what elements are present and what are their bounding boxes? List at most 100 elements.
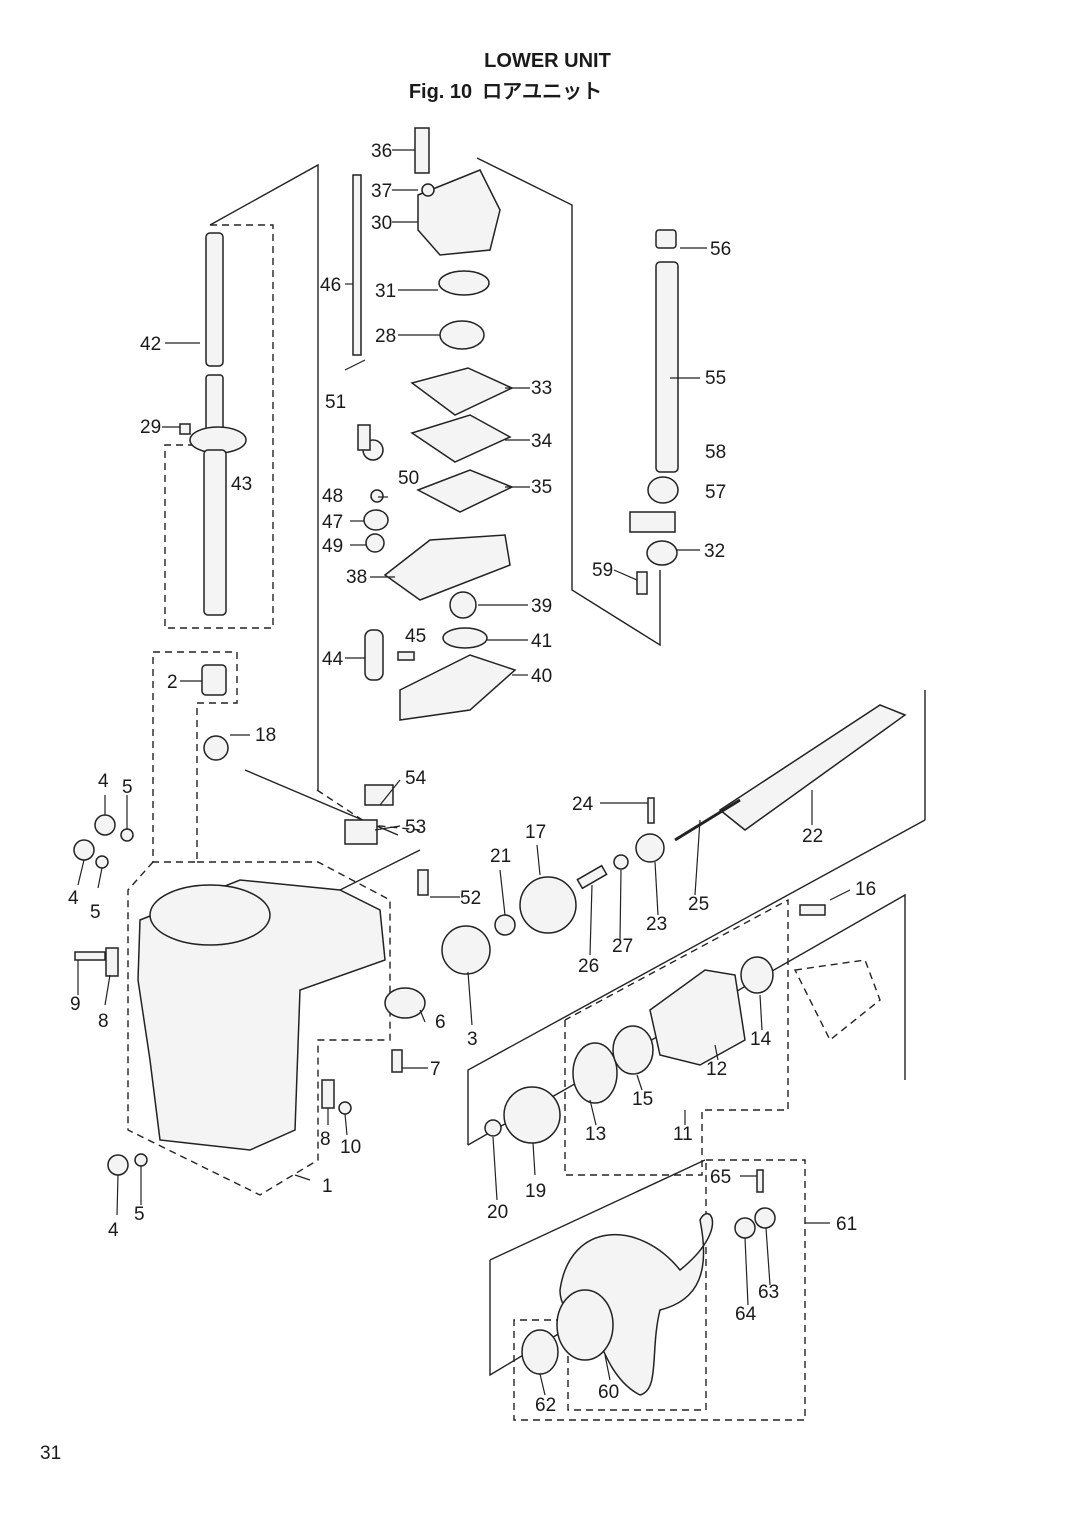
bushing xyxy=(201,664,227,696)
propeller-hub xyxy=(556,1289,614,1361)
gasket-35 xyxy=(416,469,514,513)
carrier-12 xyxy=(649,969,746,1066)
callout-13: 13 xyxy=(585,1124,606,1145)
washer-64 xyxy=(734,1217,756,1239)
callout-5: 5 xyxy=(122,777,133,798)
callout-34: 34 xyxy=(531,431,553,452)
leader-lines xyxy=(77,149,851,1396)
seal-14 xyxy=(740,956,774,994)
callout-39: 39 xyxy=(531,596,552,617)
callout-26: 26 xyxy=(578,956,599,977)
pump-base xyxy=(383,534,511,601)
callout-17: 17 xyxy=(525,822,546,843)
callout-32: 32 xyxy=(704,541,725,562)
pin-24 xyxy=(647,797,655,824)
callout-22: 22 xyxy=(802,826,823,847)
callout-37: 37 xyxy=(371,181,392,202)
shim-21 xyxy=(494,914,516,936)
callout-14: 14 xyxy=(750,1029,772,1050)
callout-40: 40 xyxy=(531,666,552,687)
callout-41: 41 xyxy=(531,631,552,652)
callout-53: 53 xyxy=(405,817,426,838)
callout-8b: 8 xyxy=(320,1129,331,1150)
bearing-3 xyxy=(441,925,491,975)
plate-57 xyxy=(629,511,676,533)
shift-rod-55 xyxy=(655,261,679,473)
callout-44: 44 xyxy=(322,649,344,670)
drive-shaft-flange xyxy=(189,426,247,454)
callout-4b: 4 xyxy=(68,888,79,909)
callout-63: 63 xyxy=(758,1282,779,1303)
callout-1: 1 xyxy=(322,1176,333,1197)
part-53 xyxy=(344,819,378,845)
washer-20 xyxy=(484,1119,502,1137)
callout-33: 33 xyxy=(531,378,552,399)
callout-2: 2 xyxy=(167,672,178,693)
spacer-62 xyxy=(521,1329,559,1375)
figure-number: Fig. 10 xyxy=(408,81,473,103)
callout-51: 51 xyxy=(325,392,346,413)
bearing-15 xyxy=(612,1025,654,1075)
key-39 xyxy=(449,591,477,619)
callout-64: 64 xyxy=(735,1304,757,1325)
callout-38: 38 xyxy=(346,567,367,588)
callout-42: 42 xyxy=(140,334,161,355)
pin-29 xyxy=(179,423,191,435)
bolt-16 xyxy=(799,904,826,916)
impeller xyxy=(439,320,485,350)
gasket-33 xyxy=(410,367,514,416)
clutch-23 xyxy=(635,833,665,863)
callout-55: 55 xyxy=(705,368,726,389)
callout-45: 45 xyxy=(405,626,426,647)
callout-61: 61 xyxy=(836,1214,857,1235)
spring-25 xyxy=(674,798,741,842)
callout-35: 35 xyxy=(531,477,552,498)
bolt-36 xyxy=(414,127,430,174)
pin-27 xyxy=(613,854,629,870)
bolt-52 xyxy=(417,869,429,896)
gasket-40 xyxy=(399,654,517,721)
callout-6: 6 xyxy=(435,1012,446,1033)
callout-15: 15 xyxy=(632,1089,653,1110)
callout-16: 16 xyxy=(855,879,876,900)
callout-28: 28 xyxy=(375,326,396,347)
callout-31: 31 xyxy=(375,281,396,302)
callout-47: 47 xyxy=(322,512,343,533)
oring-13 xyxy=(572,1042,618,1104)
part-8b xyxy=(321,1079,335,1109)
callout-56: 56 xyxy=(710,239,731,260)
bolt-7 xyxy=(391,1049,403,1073)
anode-6 xyxy=(384,987,426,1019)
pump-insert xyxy=(438,270,490,296)
nut-63 xyxy=(754,1207,776,1229)
callout-20: 20 xyxy=(487,1202,508,1223)
part-10 xyxy=(338,1101,352,1115)
forward-gear xyxy=(519,876,577,934)
callout-52: 52 xyxy=(460,888,481,909)
callout-19: 19 xyxy=(525,1181,546,1202)
callout-50: 50 xyxy=(398,468,419,489)
callout-36: 36 xyxy=(371,141,392,162)
callout-9: 9 xyxy=(70,994,81,1015)
pinion-gear xyxy=(203,735,229,761)
callout-24: 24 xyxy=(572,794,594,815)
callout-5b: 5 xyxy=(90,902,101,923)
callout-30: 30 xyxy=(371,213,392,234)
drive-shaft-mid xyxy=(205,374,224,431)
callout-5c: 5 xyxy=(134,1204,145,1225)
page-number: 31 xyxy=(40,1443,62,1464)
reverse-gear-19 xyxy=(503,1086,561,1144)
pin-45 xyxy=(397,651,415,661)
callout-18: 18 xyxy=(255,725,276,746)
callout-49: 49 xyxy=(322,536,343,557)
water-tube-44 xyxy=(364,629,384,681)
oring-41 xyxy=(442,627,488,649)
callout-21: 21 xyxy=(490,846,511,867)
callout-23: 23 xyxy=(646,914,667,935)
callout-46: 46 xyxy=(320,275,341,296)
callout-11: 11 xyxy=(673,1124,693,1145)
callout-7: 7 xyxy=(430,1059,441,1080)
callout-59: 59 xyxy=(592,560,613,581)
